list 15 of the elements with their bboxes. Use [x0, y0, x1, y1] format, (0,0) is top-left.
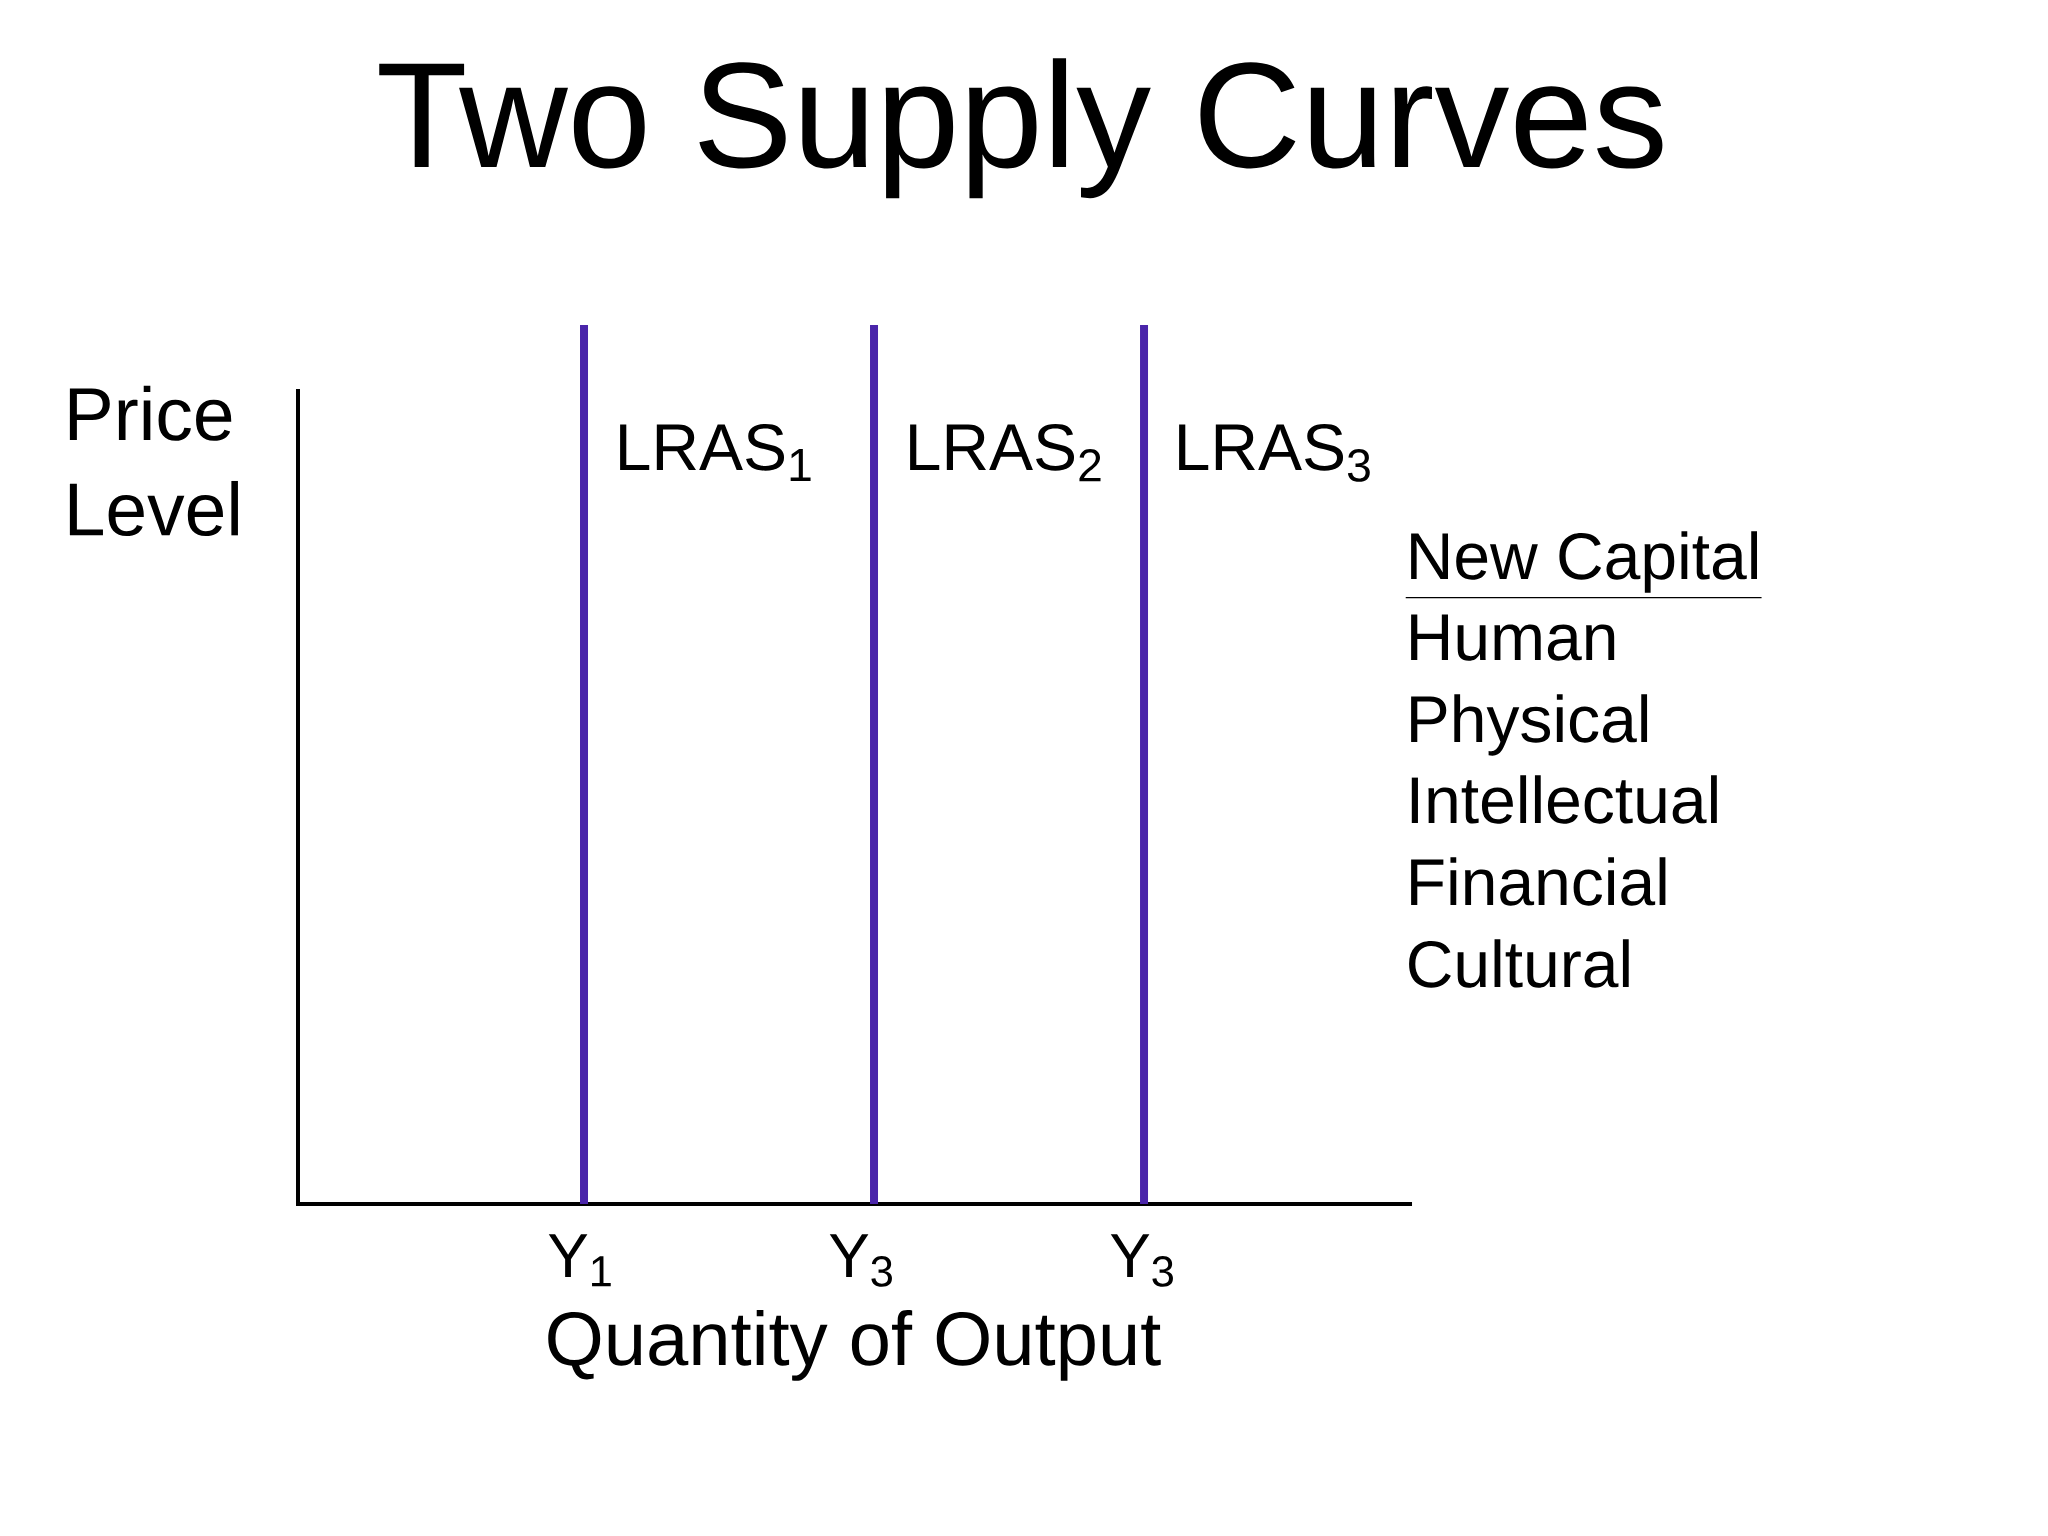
- list-heading: New Capital: [1405, 531, 1763, 599]
- list-item: Human: [1411, 614, 1615, 661]
- tick-label: Y$_{3}$: [1110, 1234, 1173, 1287]
- tick-label: Y$_{1}$: [548, 1234, 611, 1287]
- title: Two Supply Curves: [379, 58, 1663, 199]
- list-item: Financial: [1411, 857, 1666, 906]
- curve-label: LRAS$_{1}$: [620, 423, 811, 481]
- axis-label: Price Level: [69, 385, 238, 537]
- curve-label: LRAS$_{3}$: [1179, 423, 1370, 482]
- list-item: Intellectual: [1411, 775, 1717, 824]
- tick-label: Y$_{3}$: [829, 1234, 892, 1287]
- list-item: Cultural: [1409, 939, 1629, 988]
- axis-label: Quantity of Output: [548, 1309, 1161, 1381]
- list-item: Physical: [1411, 694, 1648, 756]
- curve-label: LRAS$_{2}$: [910, 423, 1101, 482]
